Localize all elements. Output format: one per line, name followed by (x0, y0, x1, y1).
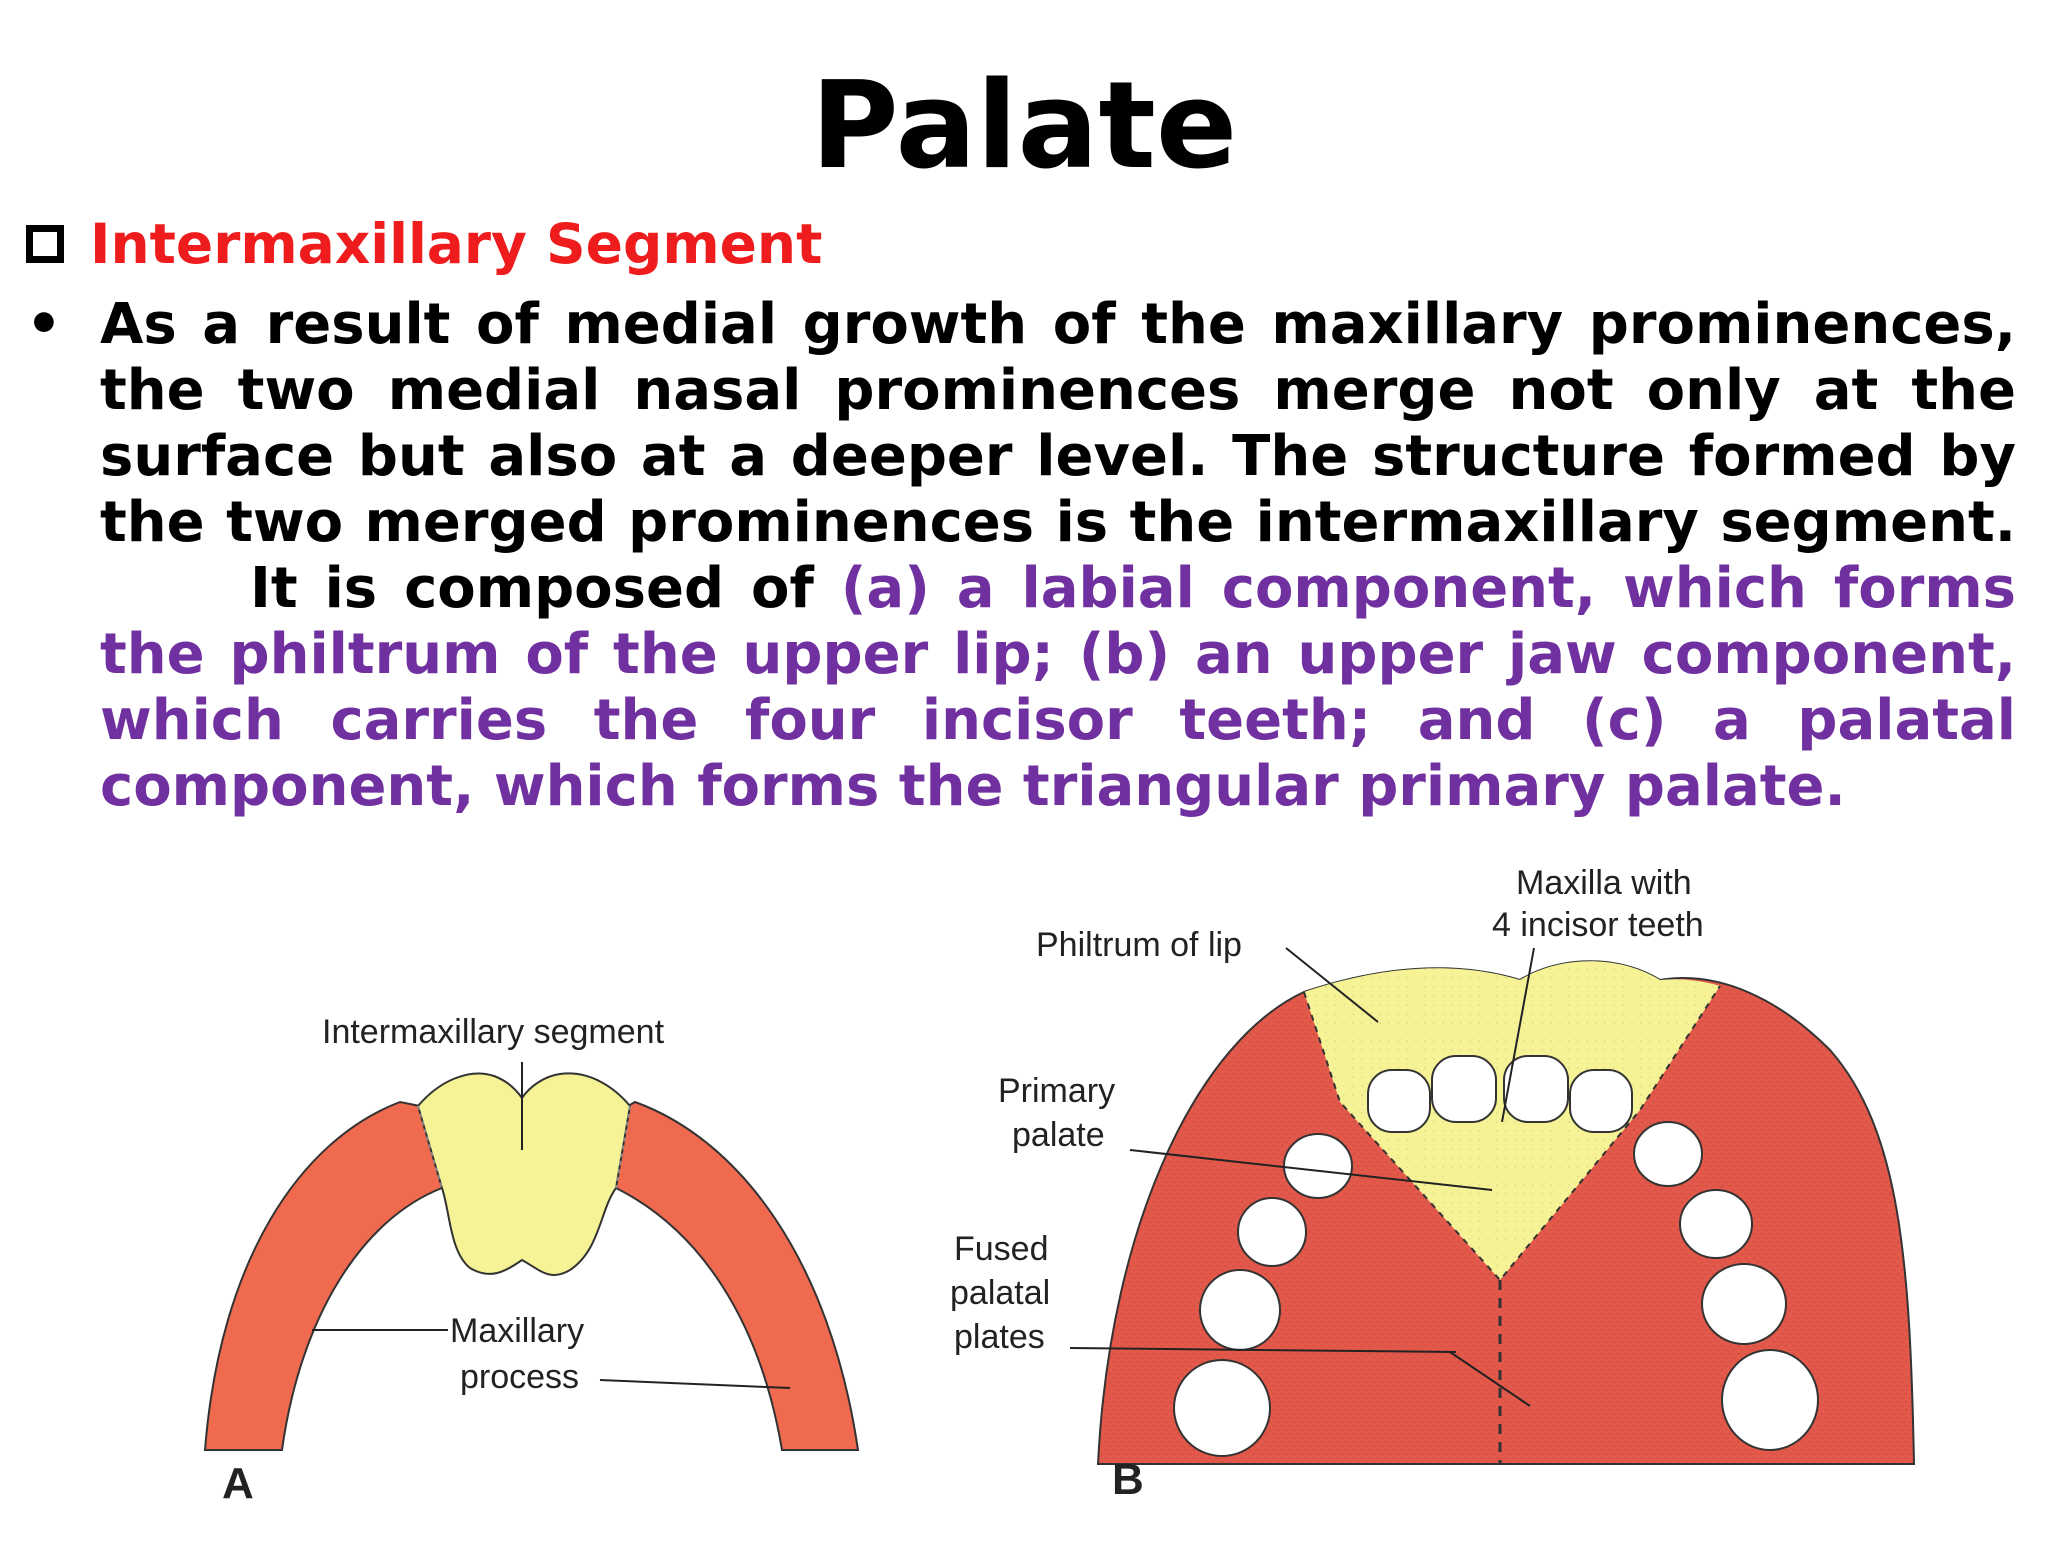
label-palate: palate (1012, 1116, 1105, 1154)
palate-figure: Intermaxillary segment Maxillary process… (0, 840, 2048, 1536)
label-maxillary: Maxillary (450, 1312, 584, 1350)
panel-b: Philtrum of lip Maxilla with 4 incisor t… (950, 864, 1916, 1504)
paragraph-black-text-2: It is composed of (250, 556, 814, 621)
slide-title: Palate (810, 57, 1238, 196)
label-four-incisor-teeth: 4 incisor teeth (1492, 906, 1704, 944)
paragraph-black-text: As a result of medial growth of the maxi… (100, 292, 2016, 555)
label-fused: Fused (954, 1230, 1049, 1268)
maxillary-process-left (203, 1100, 444, 1451)
panel-letter-a: A (222, 1459, 254, 1508)
right-teeth (1633, 1121, 1819, 1451)
paragraph-purple-text: (a) a labial component, which forms the … (100, 556, 2017, 819)
label-palatal: palatal (950, 1274, 1050, 1312)
section-heading-text: Intermaxillary Segment (90, 212, 823, 276)
panel-a: Intermaxillary segment Maxillary process… (203, 1013, 860, 1508)
label-process: process (460, 1358, 579, 1396)
palate-diagram: Intermaxillary segment Maxillary process… (203, 864, 1916, 1508)
bullet-paragraph: • As a result of medial growth of the ma… (26, 292, 2016, 820)
label-plates: plates (954, 1318, 1045, 1356)
maxillary-process-right (614, 1100, 860, 1451)
label-philtrum-of-lip: Philtrum of lip (1036, 926, 1242, 964)
left-teeth (1173, 1133, 1353, 1457)
intermaxillary-segment-shape (416, 1072, 632, 1276)
section-heading: Intermaxillary Segment (26, 212, 822, 276)
bullet-text: As a result of medial growth of the maxi… (100, 292, 2016, 820)
checkbox-bullet-icon (26, 225, 64, 263)
incisor-teeth (1367, 1055, 1633, 1133)
label-primary: Primary (998, 1072, 1115, 1110)
panel-letter-b: B (1112, 1455, 1144, 1504)
bullet-dot-icon: • (26, 292, 62, 357)
label-maxilla-with: Maxilla with (1516, 864, 1692, 902)
label-intermaxillary-segment: Intermaxillary segment (322, 1013, 665, 1051)
